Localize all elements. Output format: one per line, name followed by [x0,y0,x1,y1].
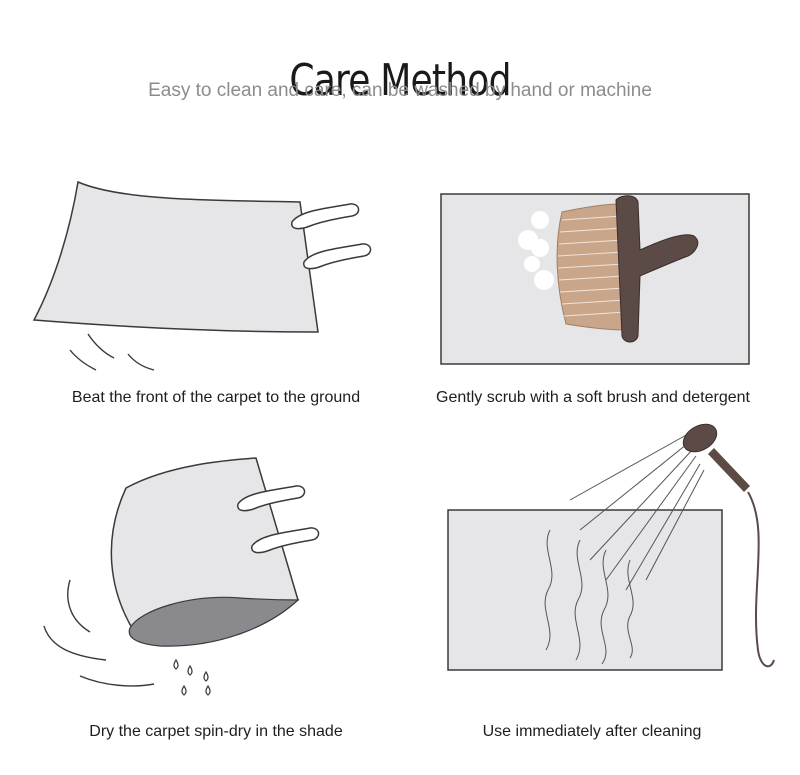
spin-dry-icon [43,457,320,696]
step-3-caption: Dry the carpet spin-dry in the shade [89,723,343,740]
step-1-caption: Beat the front of the carpet to the grou… [71,389,361,406]
scrub-brush-icon [440,193,750,365]
page-title: Care Method [289,55,511,107]
step-2-caption: Gently scrub with a soft brush and deter… [436,389,750,406]
step-4-caption: Use immediately after cleaning [482,723,702,740]
page-subtitle: Easy to clean and care, can be washed by… [148,80,652,101]
shower-rinse-icon [447,423,775,671]
beat-carpet-icon [32,180,372,371]
